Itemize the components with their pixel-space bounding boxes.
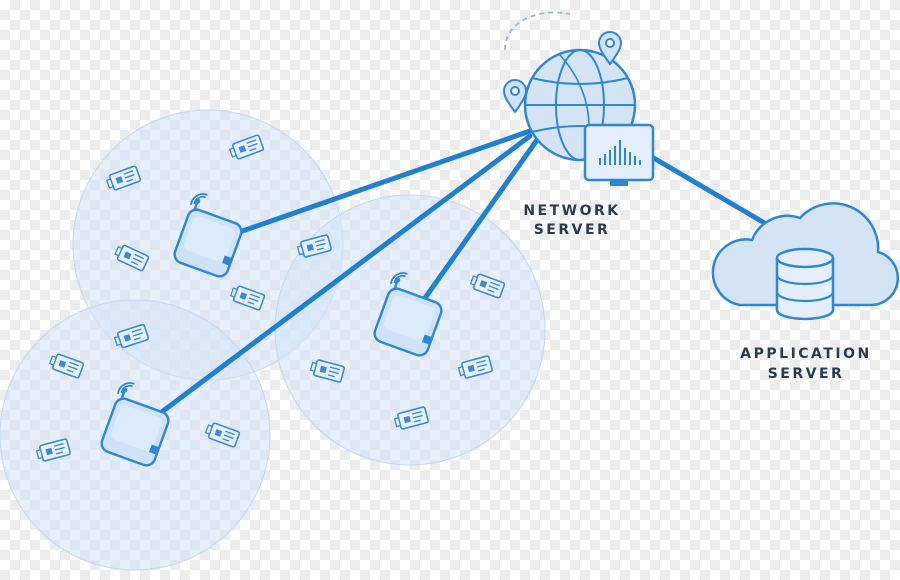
- location-pin-icon: [503, 79, 527, 113]
- gateway-links: [132, 127, 793, 435]
- link-gateway-2: [405, 137, 540, 325]
- link-gateway-3: [132, 133, 533, 435]
- network-server: NETWORK SERVER: [503, 11, 655, 238]
- application-server-label-line1: APPLICATION: [740, 346, 871, 362]
- link-gateway-1: [205, 127, 536, 246]
- database-icon: [775, 247, 835, 321]
- orbit-dashed-arc: [504, 11, 571, 51]
- network-server-label-line2: SERVER: [534, 222, 611, 238]
- spectrum-monitor-icon: [583, 123, 655, 186]
- application-server-label-line2: SERVER: [768, 366, 845, 382]
- application-server: APPLICATION SERVER: [711, 202, 900, 382]
- network-server-label-line1: NETWORK: [523, 203, 620, 219]
